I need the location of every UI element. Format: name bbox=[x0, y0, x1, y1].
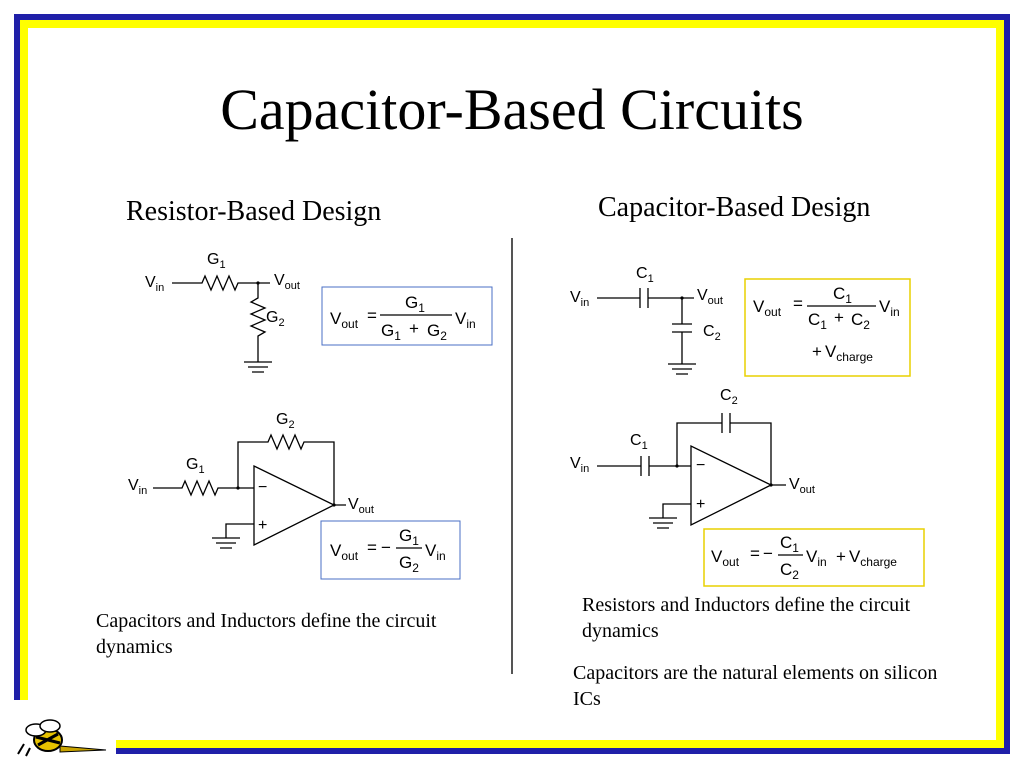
left-note: Capacitors and Inductors define the circ… bbox=[96, 610, 437, 658]
formula-box-resistor-opamp: Vout = − G1 G2 Vin bbox=[320, 520, 461, 580]
svg-text:Vin: Vin bbox=[425, 541, 446, 563]
svg-text:G2: G2 bbox=[276, 411, 295, 431]
svg-text:Vout: Vout bbox=[789, 476, 815, 496]
svg-text:=: = bbox=[367, 538, 377, 557]
svg-text:−: − bbox=[763, 544, 773, 563]
svg-text:Vin: Vin bbox=[455, 309, 476, 331]
svg-text:=: = bbox=[793, 294, 803, 313]
svg-text:G1: G1 bbox=[186, 456, 205, 476]
right-note-silicon: Capacitors are the natural elements on s… bbox=[573, 662, 938, 710]
svg-text:C2: C2 bbox=[720, 387, 738, 407]
svg-text:C1: C1 bbox=[630, 432, 648, 452]
svg-text:C2: C2 bbox=[780, 560, 799, 582]
column-divider bbox=[511, 238, 513, 674]
svg-text:G2: G2 bbox=[266, 309, 285, 329]
svg-text:G1: G1 bbox=[381, 321, 401, 343]
right-heading: Capacitor-Based Design bbox=[598, 192, 871, 223]
svg-text:Vout: Vout bbox=[697, 287, 723, 307]
svg-text:Vout: Vout bbox=[711, 547, 740, 569]
svg-text:G2: G2 bbox=[399, 553, 419, 575]
svg-text:Vin: Vin bbox=[145, 274, 164, 294]
svg-text:Vout: Vout bbox=[330, 309, 359, 331]
svg-text:C1: C1 bbox=[636, 265, 654, 285]
formula-box-resistor-divider: Vout = G1 G1 + G2 Vin bbox=[321, 286, 493, 346]
svg-text:Vin: Vin bbox=[879, 297, 900, 319]
capacitor-divider-circuit: Vin Vout C1 C2 bbox=[570, 265, 723, 375]
svg-text:−: − bbox=[381, 538, 391, 557]
svg-text:Vin: Vin bbox=[570, 289, 589, 309]
left-heading: Resistor-Based Design bbox=[126, 196, 382, 227]
resistor-opamp-circuit: − + Vin Vout G1 G2 bbox=[128, 411, 374, 549]
svg-text:=: = bbox=[750, 544, 760, 563]
svg-text:Vout: Vout bbox=[753, 297, 782, 319]
capacitor-opamp-circuit: − + Vin Vout C1 C2 bbox=[570, 387, 815, 529]
svg-text:Vin: Vin bbox=[570, 455, 589, 475]
svg-text:G2: G2 bbox=[427, 321, 447, 343]
svg-text:C1: C1 bbox=[833, 284, 852, 306]
right-note-dynamics: Resistors and Inductors define the circu… bbox=[582, 594, 911, 642]
svg-text:+Vcharge: +Vcharge bbox=[812, 342, 873, 364]
svg-text:G1: G1 bbox=[399, 526, 419, 548]
svg-text:Vin: Vin bbox=[128, 477, 147, 497]
svg-text:C1: C1 bbox=[780, 533, 799, 555]
svg-text:Vout: Vout bbox=[274, 272, 300, 292]
svg-text:C2: C2 bbox=[851, 310, 870, 332]
hornet-logo-icon bbox=[17, 719, 107, 757]
svg-text:Vin: Vin bbox=[806, 547, 827, 569]
svg-text:G1: G1 bbox=[207, 251, 226, 271]
svg-text:+: + bbox=[696, 496, 705, 513]
svg-text:+Vcharge: +Vcharge bbox=[836, 547, 897, 569]
svg-text:−: − bbox=[258, 479, 267, 496]
formula-box-capacitor-divider: Vout = C1 C1 + C2 Vin +Vcharge bbox=[744, 278, 911, 377]
svg-text:+: + bbox=[258, 517, 267, 534]
svg-text:G1: G1 bbox=[405, 293, 425, 315]
svg-text:−: − bbox=[696, 457, 705, 474]
svg-text:C2: C2 bbox=[703, 323, 721, 343]
svg-text:+: + bbox=[409, 319, 419, 338]
slide-title: Capacitor-Based Circuits bbox=[220, 77, 804, 142]
svg-text:+: + bbox=[834, 308, 844, 327]
svg-text:Vout: Vout bbox=[330, 541, 359, 563]
svg-text:C1: C1 bbox=[808, 310, 827, 332]
formula-box-capacitor-opamp: Vout = − C1 C2 Vin +Vcharge bbox=[703, 528, 925, 587]
resistor-divider-circuit: Vin Vout G1 G2 bbox=[145, 251, 300, 373]
svg-text:Vout: Vout bbox=[348, 496, 374, 516]
svg-text:=: = bbox=[367, 306, 377, 325]
